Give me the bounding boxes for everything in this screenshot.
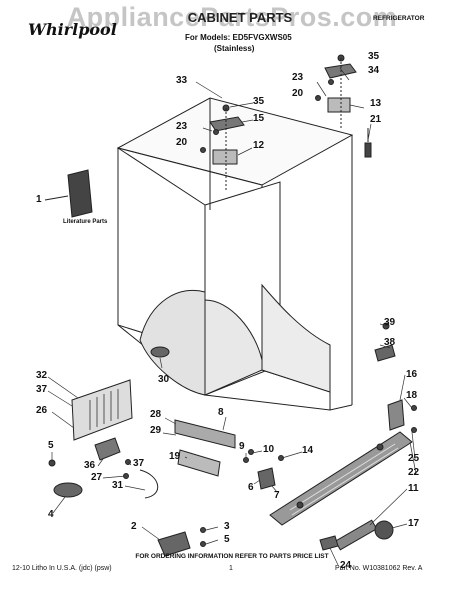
tube-31 [139, 469, 158, 499]
brand-logo: Whirlpool [28, 20, 117, 39]
callout-22: 22 [408, 467, 420, 478]
callout-28: 28 [150, 409, 162, 420]
back-panel [71, 379, 133, 441]
hinge-bracket-right [327, 97, 351, 113]
callout-16: 16 [406, 369, 418, 380]
callout-23-lower: 23 [176, 121, 188, 132]
bracket-16 [387, 399, 405, 431]
ordering-info: FOR ORDERING INFORMATION REFER TO PARTS … [135, 553, 329, 560]
callout-18: 18 [406, 390, 418, 401]
callout-37: 37 [36, 384, 48, 395]
literature-parts-label: Literature Parts [63, 219, 108, 225]
diagram-title: CABINET PARTS [187, 10, 293, 25]
callout-38: 38 [384, 337, 396, 348]
callout-35-lower: 35 [253, 96, 265, 107]
callout-15: 15 [253, 113, 265, 124]
callout-33: 33 [176, 75, 188, 86]
callout-1: 1 [36, 194, 42, 205]
compressor-4 [53, 482, 83, 498]
valve-2 [157, 531, 191, 557]
callout-34: 34 [368, 65, 380, 76]
callout-7: 7 [274, 490, 280, 501]
top-hinge-left [209, 116, 245, 132]
callout-21: 21 [370, 114, 382, 125]
drain-pan [150, 346, 170, 358]
callout-27: 27 [91, 472, 103, 483]
part-number: Part No. W10381062 Rev. A [335, 565, 423, 572]
callout-36: 36 [84, 460, 96, 471]
callout-12: 12 [253, 140, 265, 151]
callout-4: 4 [48, 509, 54, 520]
callout-32: 32 [36, 370, 48, 381]
callout-20: 20 [292, 88, 304, 99]
wheel-17 [374, 520, 394, 540]
callout-13: 13 [370, 98, 382, 109]
callout-5-lower: 5 [224, 534, 230, 545]
callout-26: 26 [36, 405, 48, 416]
device-type: REFRIGERATOR [373, 15, 425, 22]
mount-36 [94, 437, 121, 461]
callout-10: 10 [263, 444, 275, 455]
callout-35: 35 [368, 51, 380, 62]
callout-9: 9 [239, 441, 245, 452]
callout-6: 6 [248, 482, 254, 493]
callout-17: 17 [408, 518, 420, 529]
callout-8: 8 [218, 407, 224, 418]
callout-5: 5 [48, 440, 54, 451]
cap-24 [319, 535, 339, 551]
tray-19 [177, 449, 221, 477]
callout-3: 3 [224, 521, 230, 532]
finish-line: (Stainless) [214, 44, 255, 53]
callout-2: 2 [131, 521, 137, 532]
shim-21 [364, 142, 372, 158]
callout-11: 11 [408, 483, 419, 494]
callout-30: 30 [158, 374, 170, 385]
model-line: For Models: ED5FVGXWS05 [185, 33, 292, 42]
page-number: 1 [229, 565, 233, 572]
callout-24: 24 [340, 560, 352, 571]
watermark-text: AppliancePartsPros.com [66, 2, 398, 32]
callout-20-lower: 20 [176, 137, 188, 148]
clip-6 [257, 467, 276, 490]
callout-19: 19 [169, 451, 181, 462]
interior-cutaway [139, 289, 206, 396]
callout-37-lower: 37 [133, 458, 145, 469]
callout-29: 29 [150, 425, 162, 436]
callout-14: 14 [302, 445, 314, 456]
callout-31: 31 [112, 480, 124, 491]
hinge-bracket-left [212, 149, 238, 165]
callout-39: 39 [384, 317, 396, 328]
literature-booklet [67, 169, 93, 218]
litho-info: 12-10 Litho In U.S.A. (jdc) (psw) [12, 565, 112, 572]
front-rail [174, 419, 236, 449]
callout-25: 25 [408, 453, 420, 464]
callout-23: 23 [292, 72, 304, 83]
